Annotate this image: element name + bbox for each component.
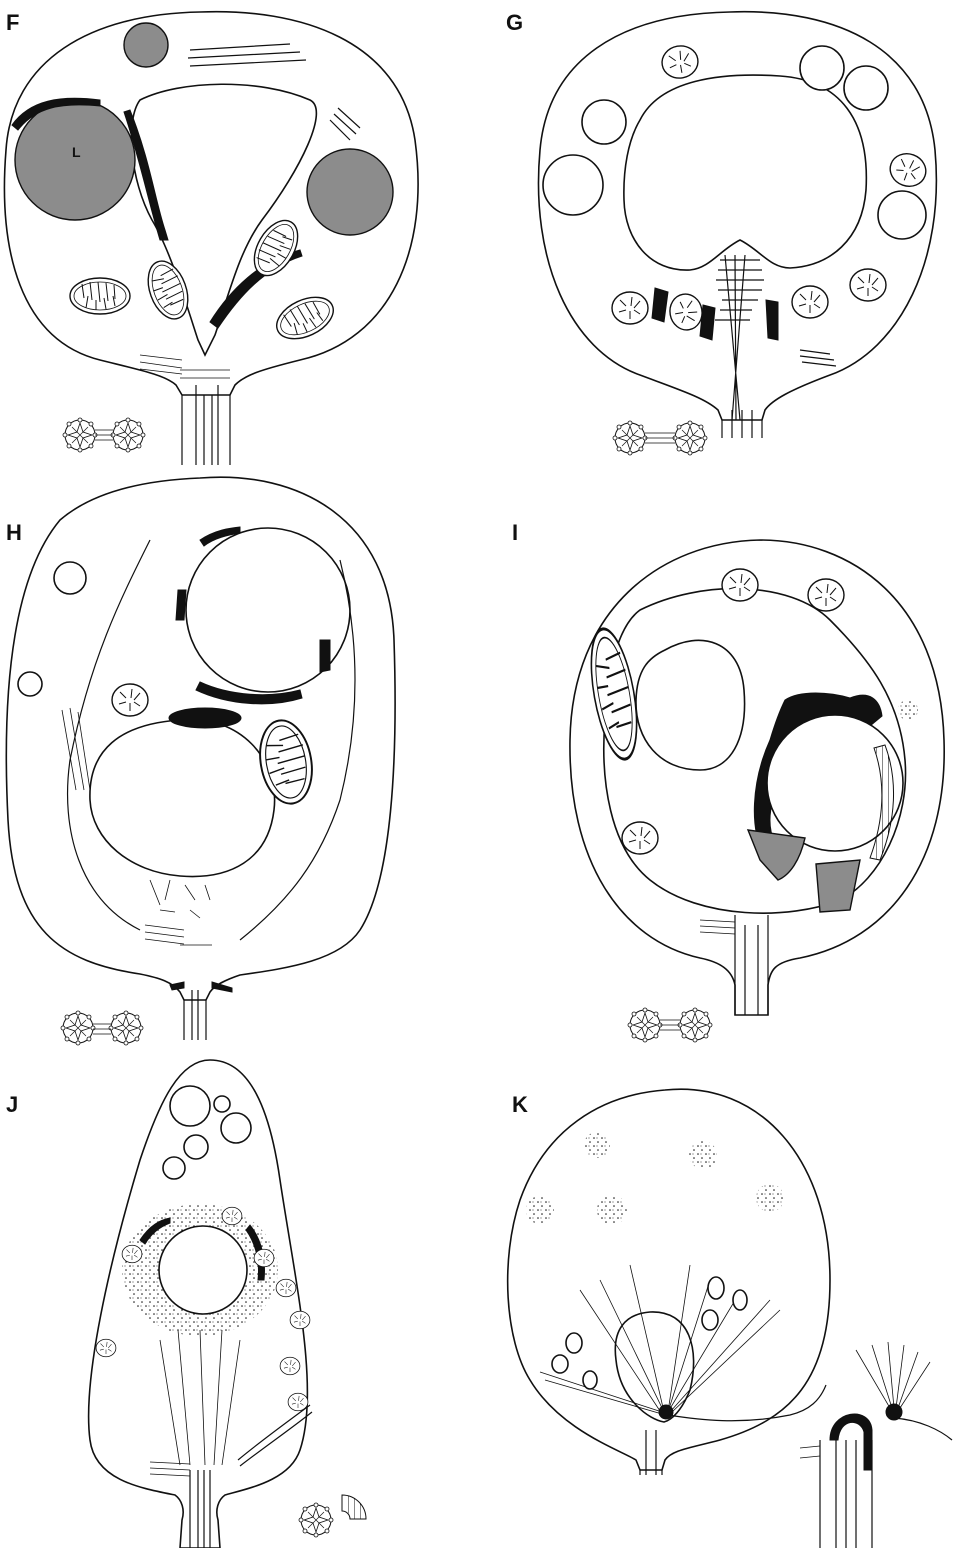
nucleus-j bbox=[159, 1226, 247, 1314]
vesicle-j5 bbox=[214, 1096, 230, 1112]
panel-k: K bbox=[508, 1089, 952, 1548]
centriole-j1 bbox=[299, 1503, 333, 1537]
vesicle-h2 bbox=[18, 672, 42, 696]
panel-label-j: J bbox=[6, 1092, 18, 1117]
vesicle-k2 bbox=[552, 1355, 568, 1373]
mitochondrion-h1 bbox=[112, 684, 148, 716]
lipid-label: L bbox=[72, 144, 81, 160]
vesicle-k3 bbox=[583, 1371, 597, 1389]
mitochondrion-j8 bbox=[222, 1207, 242, 1225]
vesicle-j4 bbox=[163, 1157, 185, 1179]
centriole-h2 bbox=[109, 1011, 143, 1045]
vesicle-g5 bbox=[878, 191, 926, 239]
mitochondrion-j5 bbox=[280, 1357, 300, 1375]
granule-k4 bbox=[597, 1195, 627, 1225]
lipid-droplet-right bbox=[307, 149, 393, 235]
panel-label-g: G bbox=[506, 10, 523, 35]
mitochondrion-i3 bbox=[808, 579, 844, 611]
er-dark-g2 bbox=[766, 300, 778, 340]
inner-vacuole-i bbox=[636, 640, 745, 770]
vesicle-k1 bbox=[566, 1333, 582, 1353]
panel-label-i: I bbox=[512, 520, 518, 545]
inset-rootlets bbox=[856, 1342, 930, 1408]
vesicle-g2 bbox=[582, 100, 626, 144]
lipid-droplet-small bbox=[124, 23, 168, 67]
centriole-link-g bbox=[645, 433, 675, 443]
centriole-g2 bbox=[673, 421, 707, 455]
mitochondrion-f1 bbox=[70, 278, 130, 314]
granule-i bbox=[898, 700, 918, 720]
granule-k3 bbox=[526, 1196, 554, 1224]
mitochondrion-g1 bbox=[612, 292, 648, 324]
panel-label-h: H bbox=[6, 520, 22, 545]
centriole-g1 bbox=[613, 421, 647, 455]
centriole-h1 bbox=[61, 1011, 95, 1045]
lipid-droplet-large bbox=[15, 100, 135, 220]
nucleus-h bbox=[90, 719, 275, 876]
vesicle-j1 bbox=[170, 1086, 210, 1126]
vesicle-g4 bbox=[844, 66, 888, 110]
mitochondrion-j4 bbox=[290, 1311, 310, 1329]
mitochondrion-g4 bbox=[850, 269, 886, 301]
panel-label-f: F bbox=[6, 10, 19, 35]
er-dark-g3 bbox=[700, 305, 715, 340]
vesicle-k5 bbox=[702, 1310, 718, 1330]
centriole-i2 bbox=[678, 1008, 712, 1042]
inset-fibres bbox=[800, 1446, 820, 1458]
inset-basal-knob bbox=[886, 1404, 902, 1420]
inset-strand bbox=[894, 1418, 952, 1440]
panel-h: H bbox=[6, 477, 395, 1045]
mitochondrion-i2 bbox=[722, 569, 758, 601]
flagellum-f bbox=[182, 385, 230, 465]
panel-i: I bbox=[512, 520, 944, 1042]
centriole-f2 bbox=[111, 418, 145, 452]
centriole-f1 bbox=[63, 418, 97, 452]
panel-f: F L bbox=[4, 10, 418, 465]
inset-detail-k bbox=[800, 1342, 952, 1548]
panel-label-k: K bbox=[512, 1092, 528, 1117]
vesicle-h1 bbox=[54, 562, 86, 594]
granule-k2 bbox=[689, 1141, 717, 1169]
centriole-link-f bbox=[95, 430, 113, 440]
basal-body-k bbox=[659, 1405, 673, 1419]
vesicle-j2 bbox=[221, 1113, 251, 1143]
er-h4 bbox=[320, 640, 330, 672]
centriole-link-h bbox=[93, 1024, 111, 1034]
nucleus-g bbox=[624, 75, 866, 270]
er-h1 bbox=[176, 590, 186, 620]
vesicle-j3 bbox=[184, 1135, 208, 1159]
vesicle-g1 bbox=[543, 155, 603, 215]
centriole-i1 bbox=[628, 1008, 662, 1042]
mitochondrion-j7 bbox=[96, 1339, 116, 1357]
panel-g: G bbox=[506, 10, 936, 455]
panel-j: J bbox=[6, 1060, 366, 1548]
nucleolus-cap-h bbox=[169, 708, 241, 728]
granule-k5 bbox=[756, 1184, 784, 1212]
granule-k1 bbox=[584, 1132, 610, 1158]
vesicle-k6 bbox=[733, 1290, 747, 1310]
mitochondrion-g3 bbox=[792, 286, 828, 318]
vesicle-k4 bbox=[708, 1277, 724, 1299]
centriole-link-i bbox=[660, 1020, 680, 1030]
mitochondrion-j2 bbox=[254, 1249, 274, 1267]
mitochondrion-j1 bbox=[122, 1245, 142, 1263]
mitochondrion-j3 bbox=[276, 1279, 296, 1297]
mitochondrion-i4 bbox=[622, 822, 658, 854]
vesicle-g3 bbox=[800, 46, 844, 90]
centriole-j2-section bbox=[342, 1495, 366, 1519]
